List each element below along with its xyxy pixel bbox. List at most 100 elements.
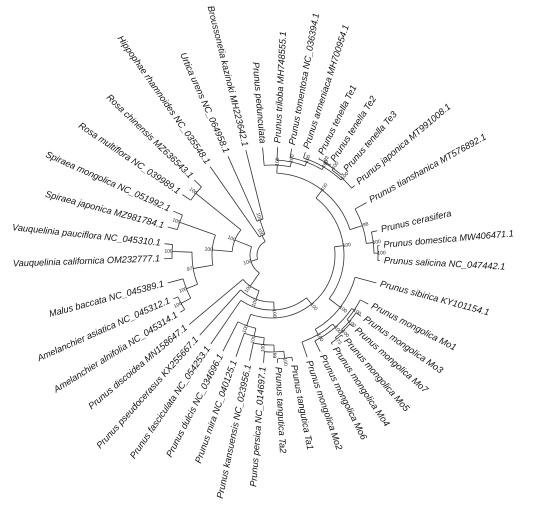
branch-L35	[173, 210, 183, 216]
support-value-N_dis: 100	[244, 284, 254, 294]
branch-L15	[349, 323, 354, 327]
taxon-label: Prunus triloba MH748555.1	[272, 31, 288, 143]
support-value-N_m7: 100	[340, 329, 350, 339]
branch-N_malus	[186, 283, 198, 290]
taxon-label: Prunus salicina NC_047442.1	[384, 255, 506, 271]
support-value-N_malus: 100	[178, 286, 188, 295]
branch-L19	[301, 341, 308, 358]
branch-L1	[276, 147, 279, 161]
branch-L28	[189, 279, 244, 325]
support-value-N_arm: 100	[321, 159, 330, 169]
taxon-label: Prunus persica NC_014697.1	[248, 366, 267, 487]
support-value-N_ped: 100	[275, 157, 281, 166]
support-value-N_amel: 100	[173, 301, 183, 310]
branch-N_tom	[304, 162, 307, 167]
support-value-N_ros2: 100	[227, 235, 237, 244]
branch-N_mal2	[193, 264, 213, 269]
bootstrap-support-values: 1001001001001009710010010010093100100100…	[164, 154, 386, 367]
branch-N_dis	[249, 272, 260, 287]
branch-N_spir	[179, 221, 216, 236]
support-value-N_dul: 100	[242, 324, 251, 334]
branch-L33	[164, 243, 173, 245]
branch-N_rose	[195, 193, 242, 231]
branch-N_p1	[334, 245, 344, 248]
branch-L31	[167, 278, 184, 284]
branch-N_tang	[283, 351, 286, 359]
support-value-N_m6: 100	[332, 325, 342, 335]
branch-N_vauq	[172, 251, 193, 253]
support-value-N_cer: 100	[372, 239, 381, 246]
taxon-label: Vauquelinia pauciflora NC_045310.1	[12, 222, 162, 248]
branch-N_jap	[340, 178, 343, 181]
branch-N_sib	[328, 298, 341, 308]
taxon-label: Prunus tangutica Ta2	[273, 367, 288, 454]
branch-N_cer	[366, 242, 374, 244]
branch-L26	[210, 300, 242, 345]
branch-L0	[262, 147, 265, 166]
support-value-N_per: 99	[271, 353, 277, 359]
branch-arc-N_amy	[250, 246, 336, 319]
support-value-N_kan: 100	[260, 343, 267, 352]
support-value-N_out: 100	[256, 227, 265, 237]
branch-arc-ROOT	[256, 241, 266, 260]
support-value-N_m1: 100	[352, 308, 362, 318]
support-value-N_t12: 93	[323, 155, 331, 163]
branch-N_m6	[332, 323, 336, 328]
support-value-N_urt: 100	[254, 212, 262, 222]
support-value-N_spir: 100	[171, 217, 181, 226]
branch-N_kan	[263, 337, 265, 345]
support-value-N_sib: 100	[338, 305, 348, 315]
branch-N_ped2	[315, 189, 323, 199]
branch-L3	[303, 152, 306, 159]
branch-L2	[289, 148, 293, 158]
branch-L40	[245, 150, 264, 220]
branch-arc-N_ped2	[276, 172, 351, 230]
branch-N_dul	[246, 314, 252, 326]
branch-L12	[354, 276, 377, 284]
support-value-N_jap: 100	[340, 171, 350, 181]
branch-L5	[329, 164, 332, 166]
support-value-N_tom: 100	[304, 154, 313, 164]
branch-L23	[249, 342, 254, 361]
support-value-N_fas: 100	[271, 309, 277, 318]
support-value-N_vauq: 100	[164, 249, 173, 255]
branch-L9	[371, 230, 378, 233]
support-value-N_t3: 100	[331, 160, 341, 170]
support-value-N_rosac: 100	[243, 258, 253, 266]
support-value-N_m45: 73	[334, 338, 342, 346]
branch-L36	[182, 194, 191, 201]
taxon-label: Prunus tianshanica MT576892.1	[367, 132, 488, 205]
taxon-label: Spiraea mongolica NC_051992.1	[44, 149, 172, 213]
support-value-N_tri: 100	[289, 154, 297, 164]
branch-L17	[330, 342, 333, 345]
branch-L13	[360, 299, 369, 305]
support-value-N_m3: 100	[347, 319, 357, 329]
support-value-N_m2: 100	[315, 333, 324, 343]
tree-branches	[164, 147, 380, 363]
branch-L27	[199, 289, 241, 336]
branch-N_amel	[180, 297, 191, 304]
branch-N_t3	[331, 168, 334, 171]
branch-L25	[222, 321, 239, 352]
branch-N_spir2	[212, 249, 233, 252]
branch-L29	[180, 309, 185, 313]
branch-N_m45	[334, 337, 337, 340]
branch-N_mira	[253, 328, 257, 337]
branch-N_arm	[321, 166, 324, 170]
support-value-N_p1: 100	[342, 242, 351, 249]
branch-N_m3	[346, 319, 350, 322]
taxon-label: Prunus domestica MW406471.1	[383, 228, 514, 249]
branch-L39	[227, 156, 258, 222]
branch-N_m7	[341, 329, 344, 332]
branch-L30	[173, 296, 179, 300]
branch-L38	[209, 166, 260, 238]
support-value-N_mira: 100	[250, 335, 258, 345]
taxon-label: Prunus pedunculata	[251, 62, 268, 144]
support-value-N_pse: 100	[251, 297, 260, 307]
branch-L24	[235, 333, 245, 357]
branch-N_m1	[351, 308, 355, 311]
branch-N_out	[261, 235, 266, 242]
branch-N_ros2	[234, 239, 252, 248]
